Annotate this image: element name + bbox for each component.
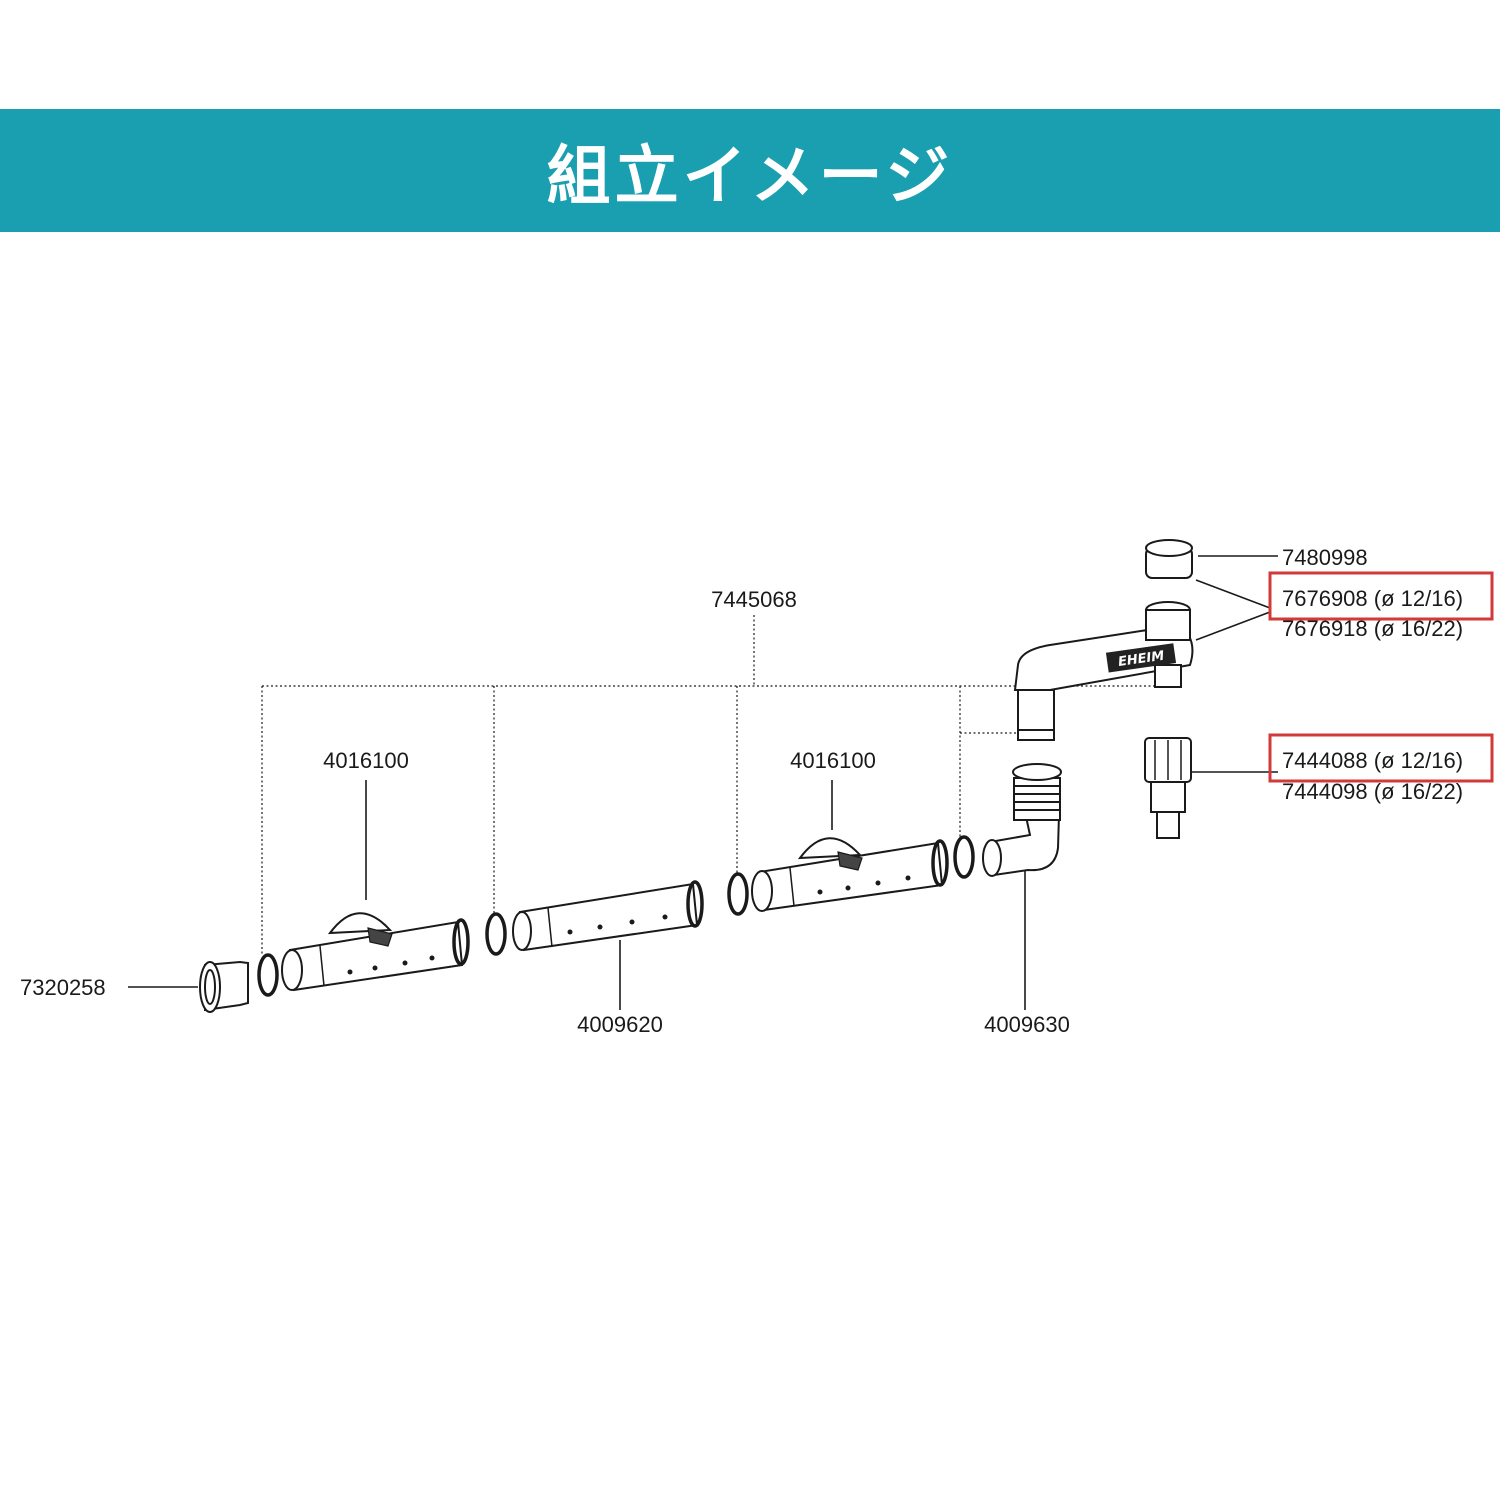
connector-part bbox=[1144, 737, 1278, 839]
highlight-box-7676908 bbox=[1268, 571, 1494, 621]
label-7480998: 7480998 bbox=[1282, 545, 1368, 570]
end-cap-part bbox=[128, 960, 249, 1013]
banner-title: 組立イメージ bbox=[546, 139, 954, 214]
label-7444098: 7444098 (ø 16/22) bbox=[1282, 779, 1463, 804]
o-ring bbox=[485, 912, 507, 956]
tee-left-part bbox=[281, 780, 470, 992]
label-7676908: 7676908 (ø 12/16) bbox=[1282, 586, 1463, 611]
outlet-spout-part: EHEIM bbox=[1013, 601, 1194, 741]
o-ring bbox=[953, 835, 975, 879]
leader-line bbox=[1195, 579, 1271, 609]
highlight-box-7444088 bbox=[1268, 733, 1494, 783]
o-ring bbox=[727, 872, 749, 916]
o-ring bbox=[257, 953, 279, 997]
label-7444088: 7444088 (ø 12/16) bbox=[1282, 748, 1463, 773]
elbow-part bbox=[982, 763, 1062, 1010]
label-4016100-right: 4016100 bbox=[790, 748, 876, 773]
label-4009620: 4009620 bbox=[577, 1012, 663, 1037]
mid-pipe-part bbox=[512, 880, 704, 1010]
brand-mark: EHEIM bbox=[1117, 649, 1165, 670]
label-7445068: 7445068 bbox=[711, 587, 797, 612]
label-7320258: 7320258 bbox=[20, 975, 106, 1000]
top-cap-part bbox=[1145, 539, 1278, 579]
title-banner: 組立イメージ bbox=[0, 109, 1500, 232]
label-4016100-left: 4016100 bbox=[323, 748, 409, 773]
leader-line bbox=[1195, 611, 1271, 641]
tee-right-part bbox=[751, 780, 949, 912]
label-4009630: 4009630 bbox=[984, 1012, 1070, 1037]
